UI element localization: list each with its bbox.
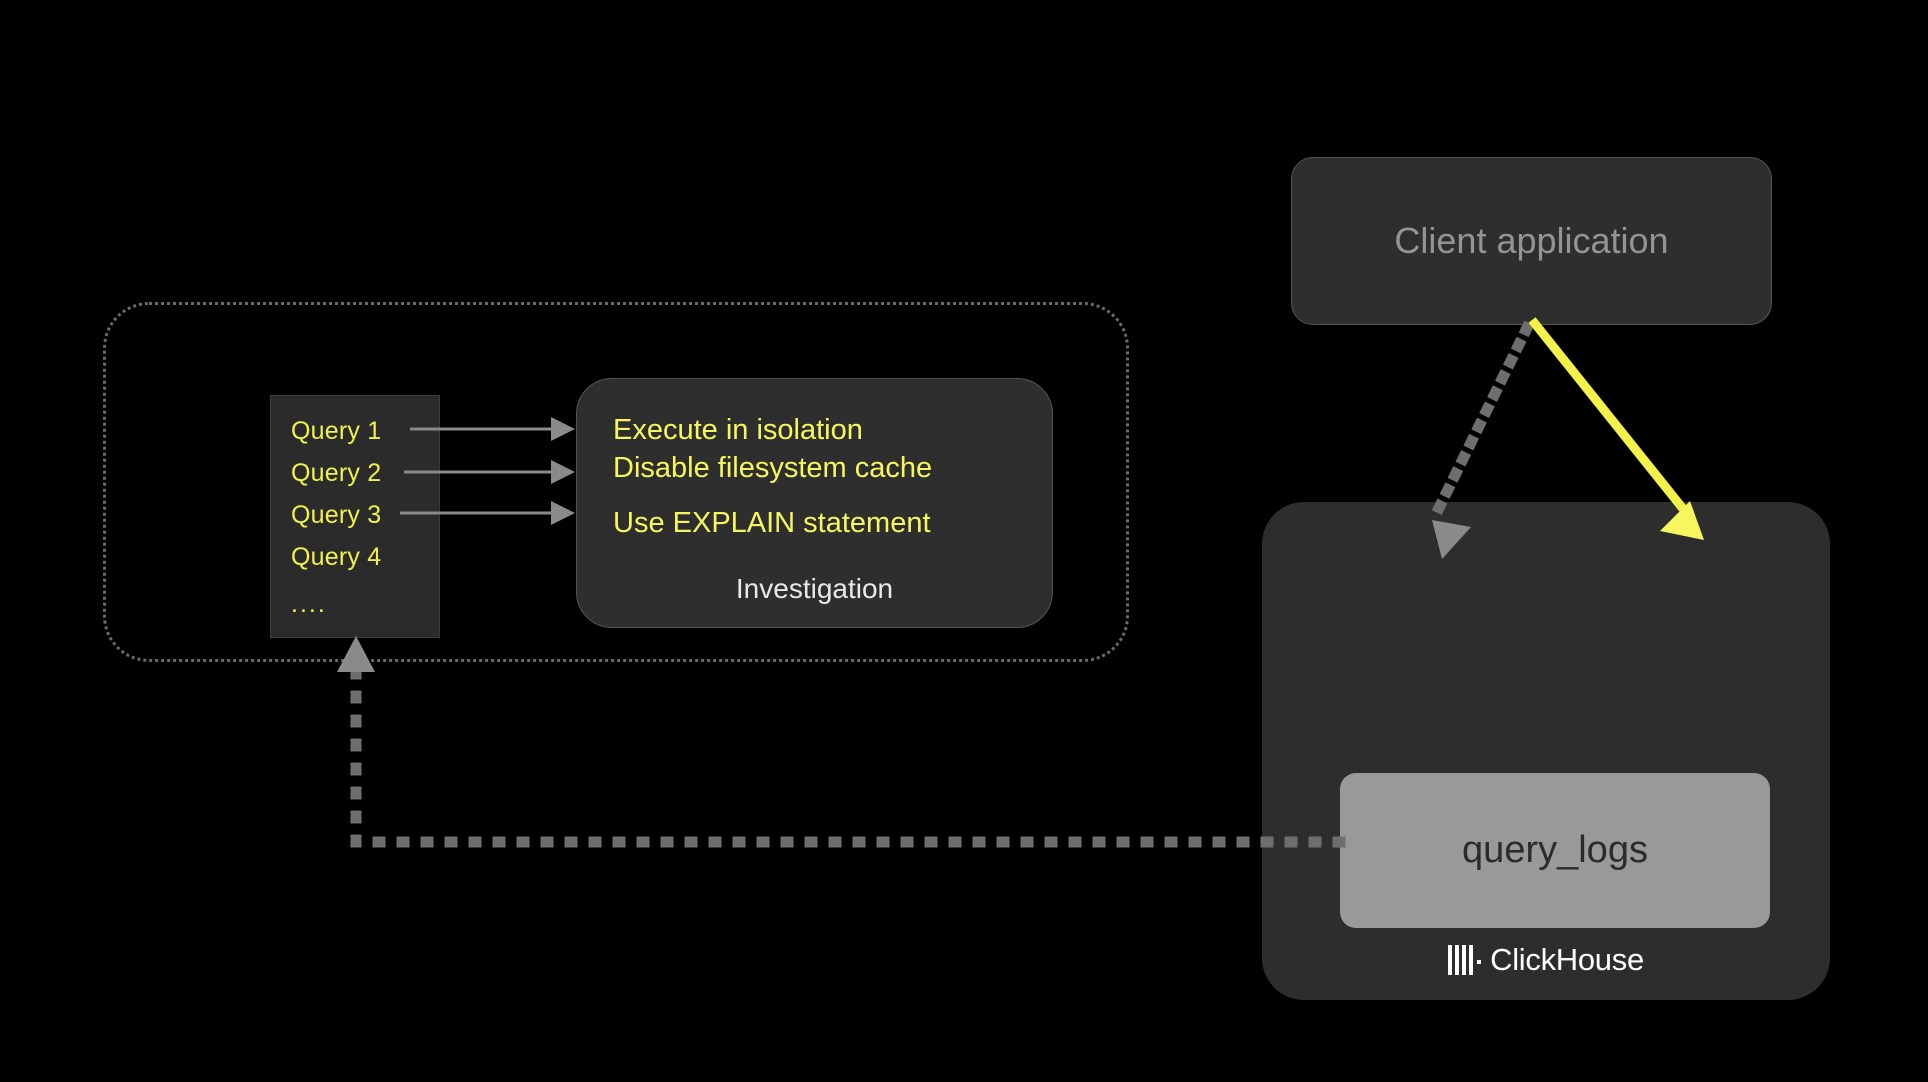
list-item[interactable]: Query 3 (291, 501, 382, 529)
investigation-tips: Execute in isolation Disable filesystem … (613, 411, 1033, 542)
clickhouse-bars-icon (1448, 945, 1482, 975)
query-logs-label: query_logs (1462, 829, 1648, 871)
query-logs-to-query-list-arrow (337, 636, 1346, 848)
list-item[interactable]: Query 1 (291, 417, 382, 445)
investigation-caption: Investigation (735, 573, 894, 604)
client-application-box[interactable]: Client application (1291, 157, 1772, 325)
client-to-my-table-v2-line (1528, 317, 1696, 523)
client-to-my-table-line (1429, 320, 1535, 520)
list-item[interactable]: Query 2 (291, 459, 382, 487)
investigation-tip: Execute in isolation (613, 414, 863, 446)
query-logs-feedback-line (350, 654, 1346, 848)
investigation-tip: Use EXPLAIN statement (613, 507, 931, 539)
list-item-more[interactable]: .... (291, 590, 327, 618)
clickhouse-logo: ClickHouse (1262, 942, 1830, 978)
query-list[interactable]: Query 1 Query 2 Query 3 Query 4 .... (270, 395, 440, 638)
client-application-label: Client application (1394, 220, 1669, 261)
table-query-logs[interactable]: query_logs (1340, 773, 1770, 928)
list-item[interactable]: Query 4 (291, 543, 382, 571)
clickhouse-wordmark: ClickHouse (1490, 942, 1644, 977)
investigation-box: Execute in isolation Disable filesystem … (576, 378, 1053, 628)
investigation-tip: Disable filesystem cache (613, 452, 933, 484)
